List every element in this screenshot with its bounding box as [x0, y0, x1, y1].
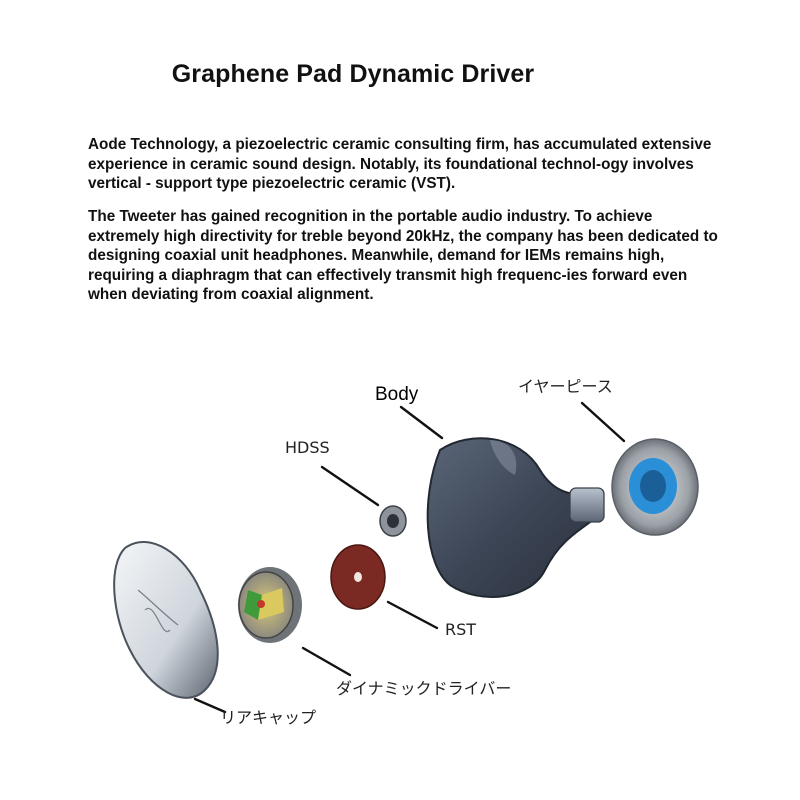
- label-eartip: イヤーピース: [518, 377, 613, 396]
- label-body: Body: [375, 384, 419, 405]
- leader-hdss: [320, 465, 380, 507]
- leader-rear-cap: [193, 697, 227, 714]
- leader-eartip: [580, 401, 626, 443]
- page-title: Graphene Pad Dynamic Driver: [171, 60, 535, 88]
- leader-body: [399, 405, 444, 440]
- hdss-part: [379, 505, 407, 537]
- body-shell-part: [426, 437, 605, 598]
- label-rst: RST: [445, 620, 476, 639]
- leader-driver: [301, 646, 352, 677]
- leader-lines: [193, 401, 626, 714]
- label-rear-cap: リアキャップ: [220, 708, 316, 727]
- eartip-part: [611, 438, 699, 536]
- detail-paragraph: The Tweeter has gained recognition in th…: [88, 208, 718, 303]
- dynamic-driver-part: [238, 567, 302, 643]
- rst-pad-part: [330, 544, 386, 610]
- leader-rst: [386, 600, 439, 630]
- label-hdss: HDSS: [285, 438, 330, 457]
- rear-cap-part: [113, 541, 219, 699]
- label-dynamic-driver: ダイナミックドライバー: [336, 679, 511, 698]
- intro-paragraph: Aode Technology, a piezoelectric ceramic…: [88, 136, 712, 192]
